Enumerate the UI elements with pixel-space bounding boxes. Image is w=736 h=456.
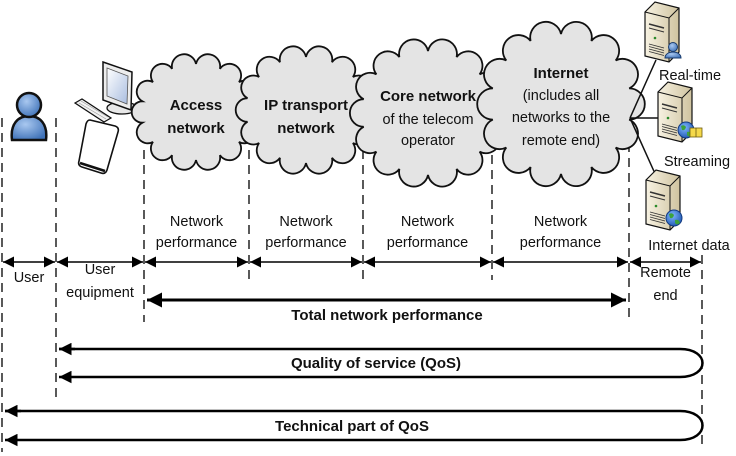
segment-label-line2: performance [520,235,601,251]
segment-label: Network [401,214,455,230]
qos-span: Quality of service (QoS) [59,342,704,384]
segment-label: Remote [640,265,691,281]
segment-label-line2: performance [156,235,237,251]
server-label: Internet data [648,238,730,254]
cloud-title: Access [170,97,223,114]
cloud-1: Access network [130,53,262,171]
server-label: Real-time [659,68,721,84]
segment-label: Network [534,214,588,230]
link-internet-data [629,117,658,179]
segment-label-line2: equipment [66,285,134,301]
cloud-title-line2: network [277,120,335,137]
globe-icon [665,209,683,227]
technical-qos-loop-arrow [5,409,704,447]
server-internet-data: Internet data [645,169,731,254]
network-clouds: Access network IP transport network Core net… [130,21,646,188]
user-badge-icon [664,42,682,59]
cloud-title: IP transport [264,97,348,114]
cloud-title: Core network [380,88,477,105]
segment-1: User [3,256,55,286]
segment-3: Network performance [145,214,248,268]
monitor-icon [102,60,138,115]
total-network-performance-span: Total network performance [147,292,626,324]
segment-2: User equipment [57,256,143,301]
cloud-shape [476,21,646,187]
cloud-subtitle: of the telecom [382,112,473,128]
user-icon [10,91,48,142]
server-real-time: Real-time [644,1,721,84]
cloud-subtitle: operator [401,133,455,149]
cloud-title-line2: network [167,120,225,137]
segment-label: User [14,270,45,286]
segment-4: Network performance [250,214,362,268]
cloud-2: IP transport network [234,45,378,175]
cloud-subtitle: (includes all [523,88,600,104]
boundary-lines [1,118,703,452]
segment-label: User [85,262,116,278]
qos-label: Quality of service (QoS) [291,355,461,372]
film-icon [689,127,703,138]
server-streaming: Streaming [657,81,730,170]
cloud-subtitle: networks to the [512,110,610,126]
segment-label: Network [170,214,224,230]
segment-label-line2: end [653,288,677,304]
link-realtime [629,59,657,119]
segment-7: Remote end [630,256,701,304]
segment-label-line2: performance [265,235,346,251]
phone-icon [77,119,120,175]
segment-5: Network performance [364,214,491,268]
cloud-4: Internet (includes all networks to the remo… [476,21,646,187]
qos-loop-arrow [59,347,704,384]
technical-qos-span: Technical part of QoS [5,404,704,447]
segment-label: Network [279,214,333,230]
segment-label-line2: performance [387,235,468,251]
cloud-subtitle: remote end) [522,133,600,149]
keyboard-icon [73,98,113,123]
segment-6: Network performance [493,214,628,268]
computer-and-phone-icon [73,60,138,175]
technical-qos-label: Technical part of QoS [275,418,429,435]
server-label: Streaming [664,154,730,170]
cloud-title: Internet [533,65,588,82]
total-network-performance-label: Total network performance [291,307,482,324]
